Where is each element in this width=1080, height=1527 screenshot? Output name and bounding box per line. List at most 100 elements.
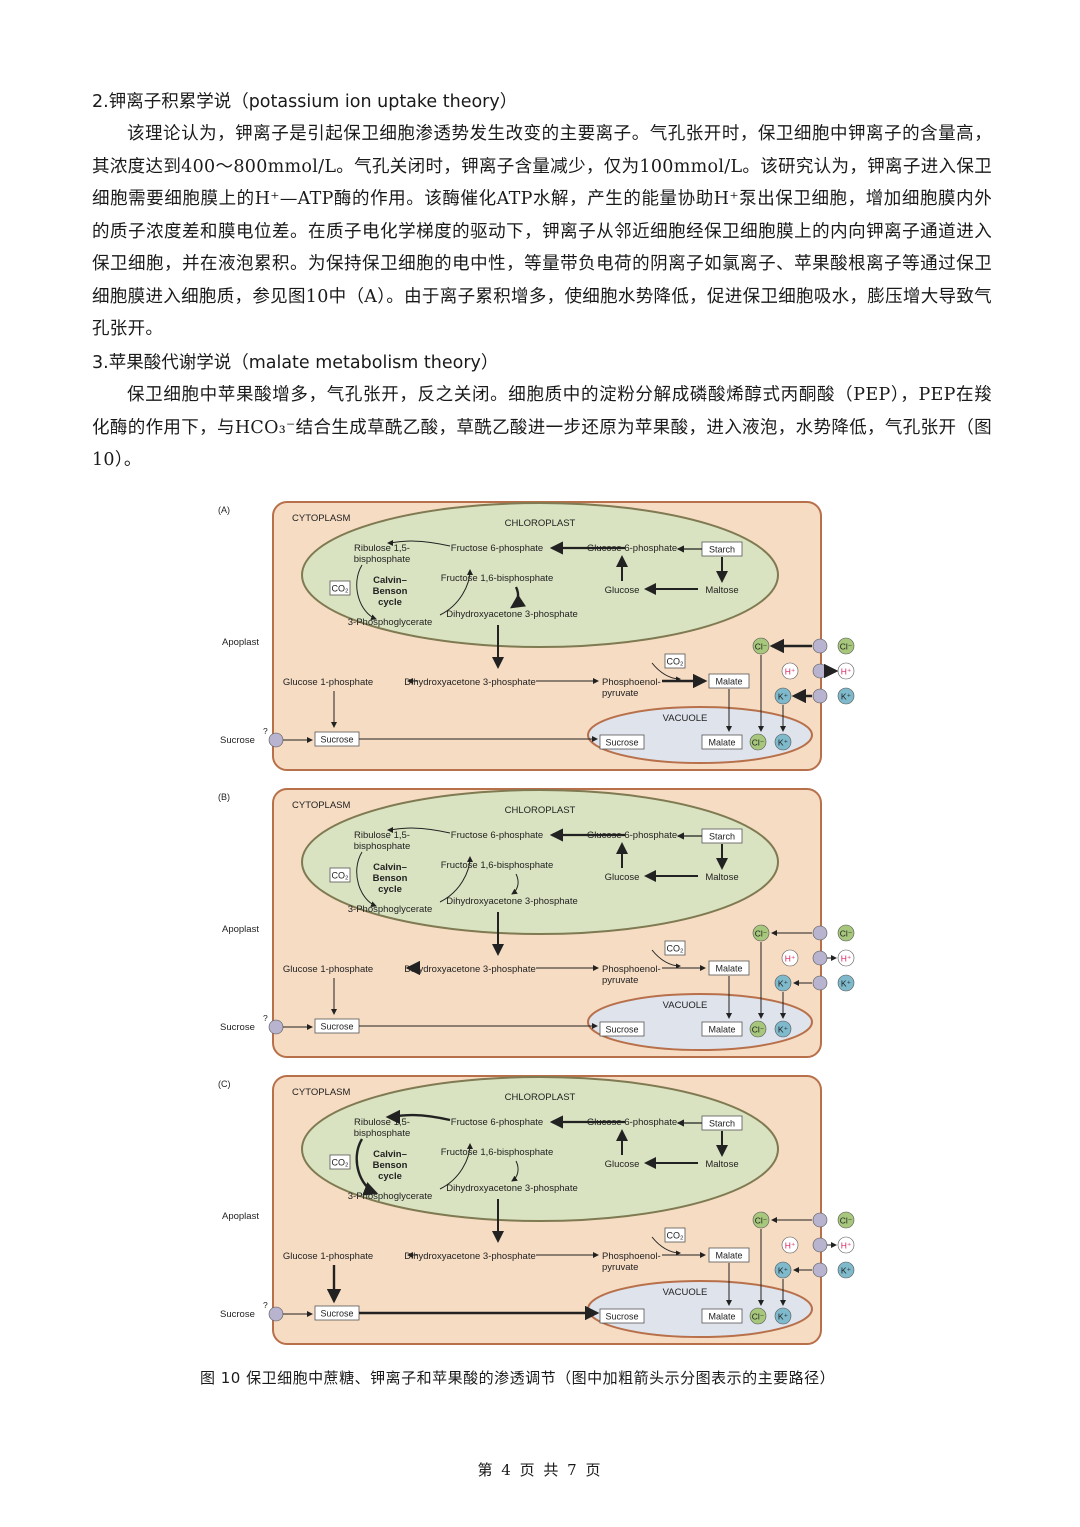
question-label: ?	[263, 1013, 268, 1023]
co2-cytoplasm: CO₂	[667, 657, 685, 667]
cl-ion-cytoplasm: Cl⁻	[755, 642, 768, 652]
glucose-label: Glucose	[605, 872, 640, 883]
g1p-label: Glucose 1-phosphate	[283, 677, 373, 688]
cl-ion-vacuole: Cl⁻	[752, 1025, 765, 1035]
cl-ion-apoplast: Cl⁻	[840, 642, 853, 652]
g6p-label: Glucose 6-phosphate	[587, 830, 677, 841]
panel-label: (B)	[218, 792, 230, 802]
k-ion-apoplast: K⁺	[841, 692, 852, 702]
k-ion-vacuole-circle	[774, 1020, 792, 1038]
malate-cytoplasm-box	[708, 960, 750, 976]
h-ion-apoplast: H⁺	[841, 954, 852, 964]
starch: Starch	[709, 1119, 735, 1129]
chloroplast-label: CHLOROPLAST	[505, 1092, 576, 1103]
h-ion-cytoplasm-circle	[781, 662, 799, 680]
g1p-label: Glucose 1-phosphate	[283, 1251, 373, 1262]
arrow-calvin-top	[385, 1109, 451, 1125]
k-ion-vacuole: K⁺	[778, 738, 789, 748]
cl-ion-cytoplasm: Cl⁻	[755, 929, 768, 939]
k-ion-cytoplasm-circle	[774, 974, 792, 992]
calvin-label: Calvin–	[373, 1149, 407, 1160]
sucrose-apoplast-label: Sucrose	[220, 1022, 255, 1033]
maltose-label: Maltose	[705, 1159, 738, 1170]
calvin-label-3: cycle	[378, 884, 402, 895]
h-ion-cytoplasm-circle	[781, 949, 799, 967]
section-3-paragraph: 保卫细胞中苹果酸增多，气孔张开，反之关闭。细胞质中的淀粉分解成磷酸烯醇式丙酮酸（…	[92, 385, 992, 470]
vacuole-label: VACUOLE	[663, 713, 708, 724]
malate-vacuole: Malate	[708, 1025, 735, 1035]
vacuole-label: VACUOLE	[663, 1287, 708, 1298]
vacuole-label: VACUOLE	[663, 1000, 708, 1011]
dhap-cytoplasm-label: Dihydroxyacetone 3-phosphate	[404, 1251, 536, 1262]
arrow-co2-malate	[651, 1236, 681, 1256]
malate-vacuole-box	[701, 1308, 743, 1324]
membrane-transporter	[812, 925, 828, 941]
malate-vacuole: Malate	[708, 1312, 735, 1322]
ribulose-label: Ribulose 1,5-	[354, 830, 410, 841]
sucrose-apoplast-label: Sucrose	[220, 1309, 255, 1320]
k-ion-cytoplasm: K⁺	[778, 979, 789, 989]
ribulose-label-2: bisphosphate	[354, 554, 411, 565]
sucrose-cytoplasm: Sucrose	[320, 1022, 353, 1032]
calvin-label-2: Benson	[373, 586, 408, 597]
g1p-label: Glucose 1-phosphate	[283, 964, 373, 975]
f16bp-label: Fructose 1,6-bisphosphate	[441, 573, 553, 584]
dhap-chloroplast-label: Dihydroxyacetone 3-phosphate	[446, 609, 578, 620]
k-ion-vacuole: K⁺	[778, 1312, 789, 1322]
dhap-chloroplast-label: Dihydroxyacetone 3-phosphate	[446, 1183, 578, 1194]
calvin-label-3: cycle	[378, 1171, 402, 1182]
f16bp-label: Fructose 1,6-bisphosphate	[441, 860, 553, 871]
arrow-calvin-top	[387, 539, 451, 547]
arrow-co2-malate	[651, 949, 681, 969]
malate-cytoplasm: Malate	[715, 1251, 742, 1261]
f6p-label: Fructose 6-phosphate	[451, 543, 543, 554]
arrow-co2-malate	[651, 662, 681, 682]
pga-label: 3-Phosphoglycerate	[348, 1191, 433, 1202]
pga-label: 3-Phosphoglycerate	[348, 904, 433, 915]
dhap-cytoplasm-label: Dihydroxyacetone 3-phosphate	[404, 677, 536, 688]
k-ion-vacuole: K⁺	[778, 1025, 789, 1035]
cl-ion-cytoplasm-circle	[752, 637, 770, 655]
cl-ion-cytoplasm-circle	[752, 924, 770, 942]
arrow-calvin-left	[356, 564, 377, 621]
arrow-f16bp-dhap	[511, 1160, 519, 1182]
sucrose-vacuole: Sucrose	[605, 1025, 638, 1035]
maltose-label: Maltose	[705, 585, 738, 596]
section-2-paragraph: 该理论认为，钾离子是引起保卫细胞渗透势发生改变的主要离子。气孔张开时，保卫细胞中…	[92, 124, 992, 339]
g6p-label: Glucose 6-phosphate	[587, 1117, 677, 1128]
pep-label: Phosphoenol-	[602, 964, 661, 975]
ribulose-label-2: bisphosphate	[354, 1128, 411, 1139]
maltose-label: Maltose	[705, 872, 738, 883]
glucose-label: Glucose	[605, 1159, 640, 1170]
h-ion-cytoplasm: H⁺	[785, 667, 796, 677]
arrow-f16bp-dhap	[511, 873, 519, 895]
h-ion-cytoplasm: H⁺	[785, 1241, 796, 1251]
malate-cytoplasm-box	[708, 1247, 750, 1263]
malate-vacuole-box	[701, 1021, 743, 1037]
malate-cytoplasm: Malate	[715, 677, 742, 687]
sucrose-vacuole-box	[599, 734, 645, 750]
membrane-transporter	[812, 663, 828, 679]
k-ion-apoplast: K⁺	[841, 979, 852, 989]
h-ion-cytoplasm: H⁺	[785, 954, 796, 964]
sucrose-cytoplasm: Sucrose	[320, 735, 353, 745]
h-ion-cytoplasm-circle	[781, 1236, 799, 1254]
k-ion-cytoplasm: K⁺	[778, 1266, 789, 1276]
co2-cytoplasm: CO₂	[667, 944, 685, 954]
section-3-heading: 3.苹果酸代谢学说（malate metabolism theory）	[92, 353, 499, 373]
malate-cytoplasm: Malate	[715, 964, 742, 974]
sucrose-cytoplasm: Sucrose	[320, 1309, 353, 1319]
membrane-transporter	[812, 975, 828, 991]
arrow-calvin-left	[356, 851, 377, 908]
co2-cytoplasm-box	[664, 653, 686, 669]
k-ion-apoplast-circle	[837, 1261, 855, 1279]
h-ion-apoplast: H⁺	[841, 667, 852, 677]
pep-label-2: pyruvate	[602, 688, 638, 699]
co2-chloroplast-box	[329, 580, 351, 596]
section-2-heading: 2.钾离子积累学说（potassium ion uptake theory）	[92, 92, 518, 112]
malate-vacuole-box	[701, 734, 743, 750]
pep-label: Phosphoenol-	[602, 1251, 661, 1262]
cl-ion-apoplast-circle	[837, 924, 855, 942]
co2-chloroplast-box	[329, 867, 351, 883]
